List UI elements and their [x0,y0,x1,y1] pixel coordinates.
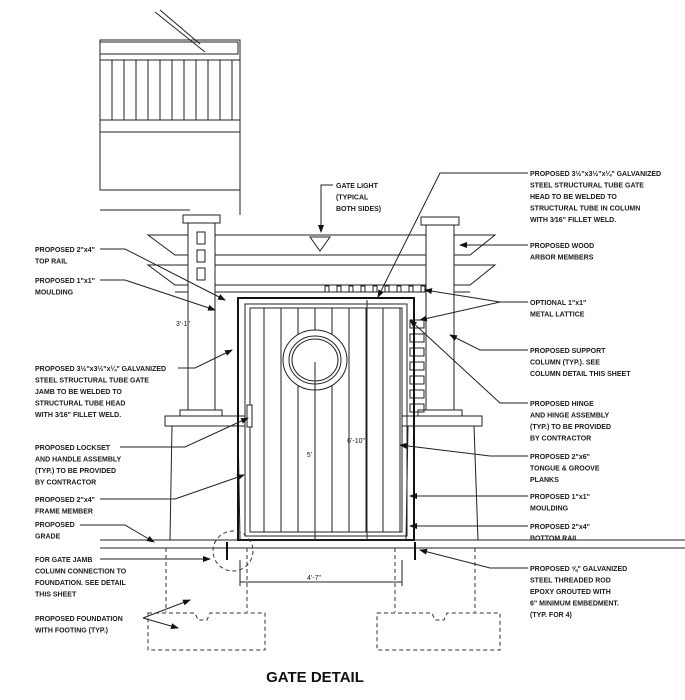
callout-label: ARBOR MEMBERS [530,255,594,262]
gate [237,297,415,541]
callout-label: BY CONTRACTOR [530,436,591,443]
callout-label: WITH 3⁄16" FILLET WELD. [35,412,121,419]
callout-label: COLUMN CONNECTION TO [35,569,127,576]
callout-label: PROPOSED 1"x1" [530,494,590,501]
gate-light-label: GATE LIGHT [336,183,379,190]
handle-icon [246,404,253,428]
foundation [147,530,501,651]
callout-label: PROPOSED [35,522,75,529]
callout-label: 6" MINIMUM EMBEDMENT. [530,601,619,608]
callout-label: (TYP.) TO BE PROVIDED [530,424,611,431]
callout-label: PROPOSED 2"x6" [530,454,590,461]
callout-label: PLANKS [530,477,559,484]
callout-label: PROPOSED 3½"x3½"x¼" GALVANIZED [530,170,661,178]
dimension-lines [239,300,403,586]
callout-label: STEEL STRUCTURAL TUBE GATE [35,378,149,385]
callout-label: COLUMN DETAIL THIS SHEET [530,371,631,378]
gate-width-dimension: 4'-7" [307,575,321,582]
callout-label: PROPOSED 1"x1" [35,278,95,285]
drawing-title: GATE DETAIL [266,669,364,686]
callout-label: STRUCTURAL TUBE HEAD [35,401,125,408]
callout-label: PROPOSED FOUNDATION [35,616,123,623]
callout-label: FOR GATE JAMB [35,557,92,564]
callout-label: BOTTOM RAIL [530,536,579,543]
callout-label: GRADE [35,534,61,541]
callout-label: HEAD TO BE WELDED TO [530,194,617,201]
callout-label: (TYP. FOR 4) [530,612,572,619]
callout-label: PROPOSED LOCKSET [35,445,111,452]
callout-label: OPTIONAL 1"x1" [530,300,586,307]
callout-label: STRUCTURAL TUBE IN COLUMN [530,206,640,213]
window-height-dimension: 5' [307,452,312,459]
callout-label: STEEL STRUCTURAL TUBE GATE [530,183,644,190]
callout-label: PROPOSED 2"x4" [35,497,95,504]
callout-label: STEEL THREADED ROD [530,578,611,585]
callout-label: WITH 3⁄16" FILLET WELD. [530,217,616,224]
callout-label: (TYP.) TO BE PROVIDED [35,468,116,475]
callout-label: FOUNDATION. SEE DETAIL [35,580,126,587]
callout-label: PROPOSED 2"x4" [35,247,95,254]
callout-label: THIS SHEET [35,592,77,599]
callout-label: JAMB TO BE WELDED TO [35,389,122,396]
callout-label: WITH FOOTING (TYP.) [35,628,108,635]
callout-label: FRAME MEMBER [35,509,93,516]
left-support-column [164,214,246,541]
deck-railing [99,9,241,215]
right-callouts: PROPOSED 3½"x3½"x¼" GALVANIZED STEEL STRU… [530,170,661,619]
callout-label: AND HANDLE ASSEMBLY [35,457,122,464]
gate-light-label: (TYPICAL [336,195,369,202]
leader-lines [80,172,528,629]
column-offset-dimension: 3'-1" [176,321,190,328]
callout-label: BY CONTRACTOR [35,480,96,487]
callout-label: EPOXY GROUTED WITH [530,589,611,596]
arbor-members [146,234,497,293]
callout-label: AND HINGE ASSEMBLY [530,413,610,420]
callout-label: PROPOSED ⅝" GALVANIZED [530,566,627,573]
gate-light [309,184,333,252]
gate-light-label: BOTH SIDES) [336,206,381,213]
gate-light-callout: GATE LIGHT (TYPICAL BOTH SIDES) [336,183,381,213]
callout-label: MOULDING [35,290,74,297]
callout-label: TOP RAIL [35,259,68,266]
gate-height-dimension: 6'-10" [347,438,365,445]
callout-label: COLUMN (TYP.). SEE [530,360,600,367]
callout-label: PROPOSED SUPPORT [530,348,606,355]
left-callouts: PROPOSED 2"x4" TOP RAIL PROPOSED 1"x1" MOUL… [35,247,166,635]
callout-label: PROPOSED 3½"x3½"x¼" GALVANIZED [35,365,166,373]
callout-label: PROPOSED WOOD [530,243,594,250]
callout-label: PROPOSED HINGE [530,401,594,408]
callout-label: PROPOSED 2"x4" [530,524,590,531]
callout-label: MOULDING [530,506,569,513]
callout-label: TONGUE & GROOVE [530,466,600,473]
callout-label: METAL LATTICE [530,312,585,319]
